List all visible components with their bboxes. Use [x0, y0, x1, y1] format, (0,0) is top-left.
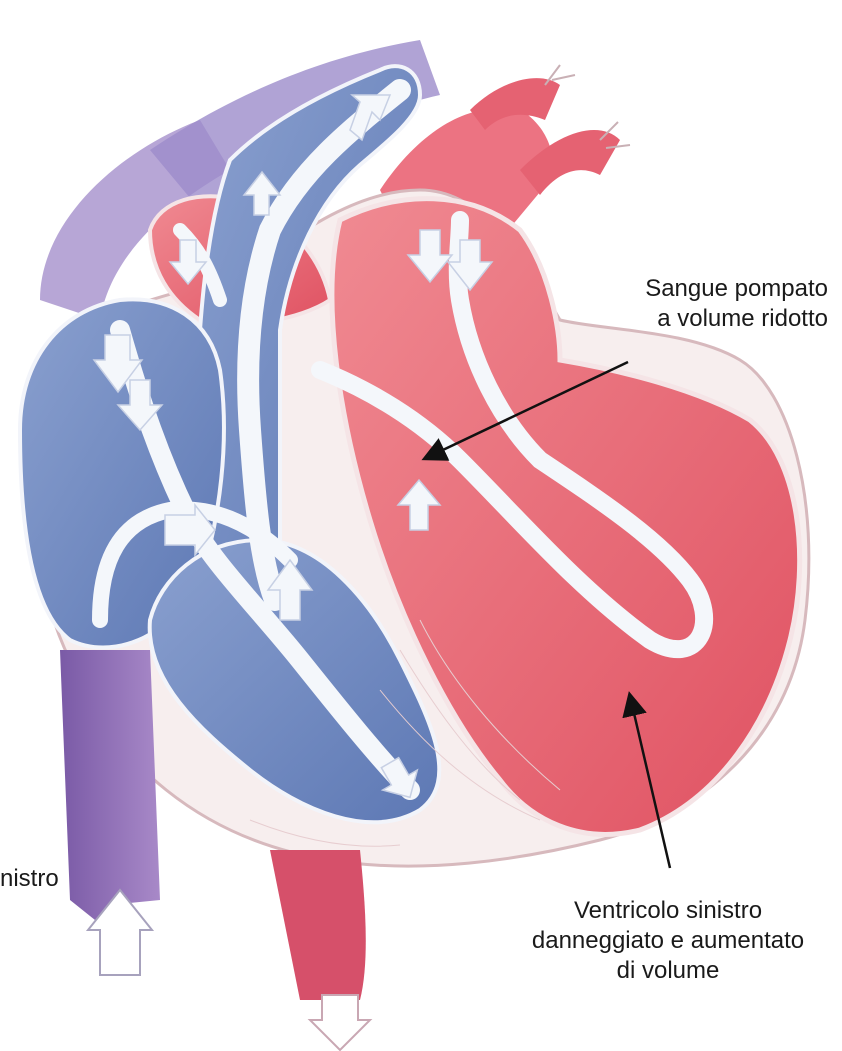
inferior-vena-cava [60, 650, 160, 975]
label-damaged-ventricle: Ventricolo sinistro danneggiato e aument… [500, 896, 836, 986]
outflow-arrow-icon [310, 995, 370, 1050]
label-cut-off: nistro [0, 864, 59, 894]
label-pumped-blood: Sangue pompato a volume ridotto [645, 274, 828, 334]
descending-aorta [270, 850, 370, 1050]
